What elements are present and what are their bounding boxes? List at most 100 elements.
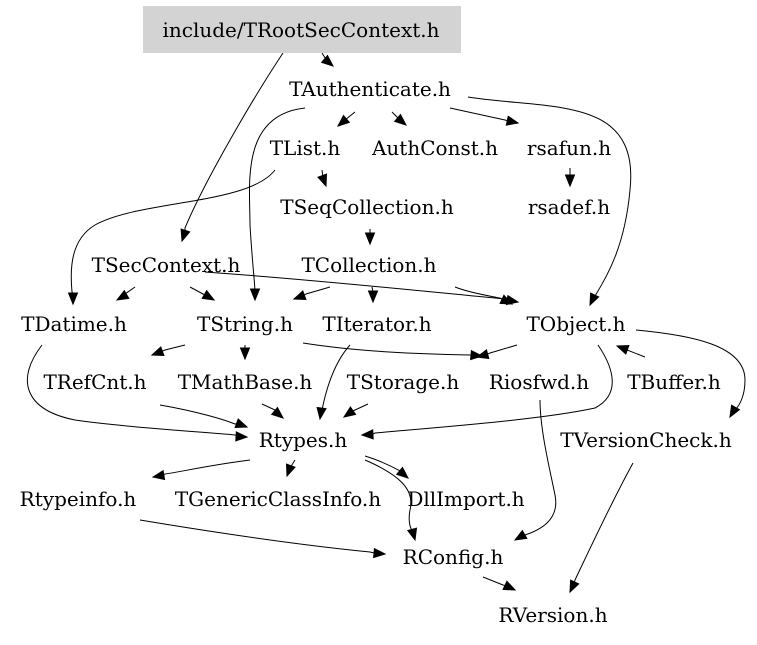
root-node-background [143,6,461,53]
node-tversioncheck[interactable]: TVersionCheck.h [560,428,732,452]
edge-tstorage-to-rtypes [342,403,369,418]
edge-arrowhead [505,115,520,126]
node-label: TDatime.h [21,312,127,336]
edge-arrowhead [239,347,251,361]
node-label: TStorage.h [347,370,460,394]
node-rtypes[interactable]: Rtypes.h [259,428,348,452]
edge-tseqcoll-to-tcollection [364,229,376,246]
edge-tseccontext-to-tdatime [115,286,136,301]
node-titerator[interactable]: TIterator.h [322,312,431,336]
node-tseccontext[interactable]: TSecContext.h [92,253,241,277]
edge-rtypes-to-rconfig [364,459,418,542]
node-label: TList.h [270,136,341,160]
edge-arrowhead [292,290,307,301]
edge-tobject-to-riosfwd [475,344,518,360]
edge-arrowhead [235,431,249,442]
node-label: TAuthenticate.h [289,77,451,101]
edge-line [303,286,331,297]
edge-line [139,519,376,554]
edge-tdatime-to-rtypes [26,344,249,442]
node-tstring[interactable]: TString.h [197,312,293,336]
edge-line [449,107,509,122]
node-tstorage[interactable]: TStorage.h [347,370,460,394]
edge-line [204,271,509,301]
edge-arrowhead [475,348,490,360]
edge-tlist-to-tseqcoll [317,169,328,188]
node-riosfwd[interactable]: Riosfwd.h [489,370,589,394]
edge-arrowhead [342,406,357,418]
node-tauth[interactable]: TAuthenticate.h [289,77,451,101]
edge-line [351,403,369,412]
node-label: TMathBase.h [178,370,313,394]
node-trefcnt[interactable]: TRefCnt.h [43,370,146,394]
edge-tstring-to-trefcnt [150,344,186,357]
node-label: DllImport.h [407,487,524,511]
node-tobject[interactable]: TObject.h [526,312,625,336]
edge-tauth-to-rsafun [449,107,520,126]
edge-arrowhead [180,228,191,243]
edge-line [70,169,276,295]
node-tmathbase[interactable]: TMathBase.h [178,370,313,394]
edge-line [454,286,504,301]
node-dllimport[interactable]: DllImport.h [407,487,524,511]
edge-arrowhead [249,288,261,302]
node-rsafun[interactable]: rsafun.h [527,136,611,160]
edge-line [261,403,276,412]
edge-rtypeinfo-to-rconfig [139,519,387,559]
node-label: TBuffer.h [627,370,721,394]
edge-arrowhead [729,404,741,419]
edge-tcollection-to-titerator [367,286,379,304]
edge-titerator-to-rtypes [316,344,351,421]
node-tgenericclassinfo[interactable]: TGenericClassInfo.h [175,487,381,511]
node-rsadef[interactable]: rsadef.h [528,195,610,219]
edge-tcollection-to-tstring [292,286,331,301]
edge-line [486,344,518,355]
node-label: TString.h [197,312,293,336]
edge-trefcnt-to-rtypes [159,404,249,429]
edge-line [626,349,646,358]
edge-line [320,344,351,412]
node-label: TIterator.h [322,312,431,336]
edge-arrowhead [589,292,600,307]
node-rtypeinfo[interactable]: Rtypeinfo.h [20,487,137,511]
node-rversion[interactable]: RVersion.h [498,603,607,627]
edge-riosfwd-to-rconfig [513,399,557,541]
node-tseqcoll[interactable]: TSeqCollection.h [280,195,454,219]
edge-line [467,96,632,297]
node-label: RVersion.h [498,603,607,627]
edge-tlist-to-tdatime [67,169,276,306]
edge-line [26,344,238,437]
edge-tobject-to-tbuffer [615,344,646,358]
edge-line [162,459,251,476]
edge-rtypes-to-tgenericclassinfo [285,459,296,478]
node-label: rsadef.h [528,195,610,219]
node-tbuffer[interactable]: TBuffer.h [627,370,721,394]
node-tdatime[interactable]: TDatime.h [21,312,127,336]
node-tlist[interactable]: TList.h [270,136,341,160]
node-root[interactable]: include/TRootSecContext.h [143,6,461,53]
edge-arrowhead [234,418,249,429]
node-rconfig[interactable]: RConfig.h [403,545,504,569]
edge-line [159,404,238,425]
edge-arrowhead [406,527,418,542]
edge-arrowhead [115,289,130,301]
node-label: TObject.h [526,312,625,336]
edge-arrowhead [393,113,408,126]
edge-tmathbase-to-rtypes [261,403,285,419]
edge-rtypes-to-dllimport [364,455,410,479]
node-authconst[interactable]: AuthConst.h [371,136,498,160]
node-label: TSecContext.h [92,253,241,277]
node-label: include/TRootSecContext.h [162,18,439,42]
edge-line [635,329,746,412]
node-label: TCollection.h [301,253,436,277]
edges-layer [26,52,746,594]
node-label: rsafun.h [527,136,611,160]
edge-arrowhead [151,469,166,481]
node-tcollection[interactable]: TCollection.h [301,253,436,277]
edge-line [371,344,613,435]
edge-line [161,344,186,353]
edge-arrowhead [201,289,216,301]
edge-tauth-to-tstring [248,107,306,302]
